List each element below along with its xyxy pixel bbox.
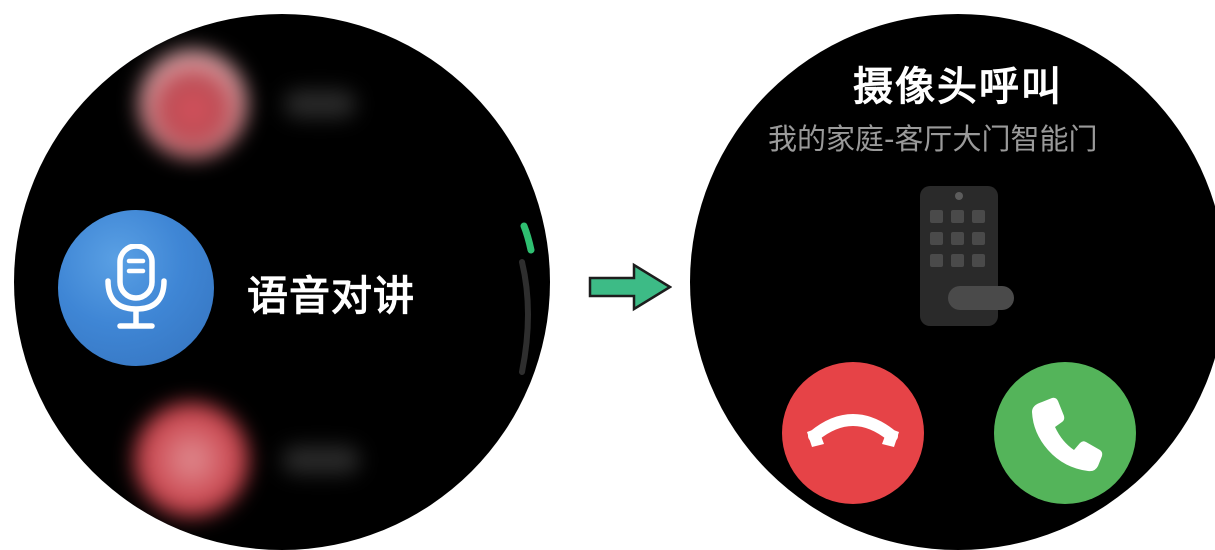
watch-screen-voice-intercom-menu: 语音对讲 xyxy=(14,14,550,550)
call-title: 摄像头呼叫 xyxy=(853,64,1063,110)
blurred-menu-item-below[interactable] xyxy=(14,392,550,517)
accept-call-button[interactable] xyxy=(994,362,1136,504)
blurred-app-label xyxy=(282,446,360,474)
decline-call-button[interactable] xyxy=(782,362,924,504)
voice-intercom-app-icon[interactable] xyxy=(58,210,214,366)
hang-up-icon xyxy=(807,414,899,447)
smart-door-lock-icon xyxy=(920,186,1014,326)
arrow-right-icon xyxy=(588,262,672,312)
blurred-app-icon xyxy=(139,50,247,158)
blurred-app-label xyxy=(284,90,356,118)
scrollbar-thumb xyxy=(520,222,535,254)
scrollbar[interactable] xyxy=(512,222,536,382)
watch-screen-camera-call: 摄像头呼叫 我的家庭-客厅大门智能门 xyxy=(690,14,1215,550)
phone-icon xyxy=(1032,397,1103,472)
voice-intercom-label[interactable]: 语音对讲 xyxy=(247,272,415,320)
caller-device-name: 我的家庭-客厅大门智能门 xyxy=(768,122,1098,156)
blurred-app-icon xyxy=(134,402,249,517)
microphone-icon xyxy=(105,244,167,329)
blurred-menu-item-above[interactable] xyxy=(14,44,550,164)
